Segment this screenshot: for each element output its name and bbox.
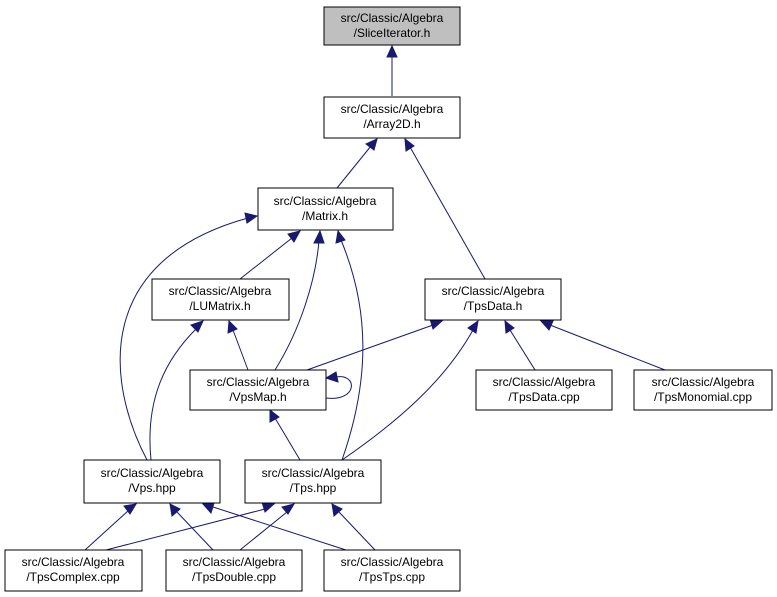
node-label-line1: src/Classic/Algebra [169,284,272,298]
node-label-line1: src/Classic/Algebra [341,102,444,116]
edge-tpsdata-to-array2d [404,137,486,280]
edge-lumatrix-to-matrix [239,230,301,280]
edge-tpstps-to-tps [331,503,376,551]
edge-tpsmonomial-to-tpsdata [539,320,666,371]
node-label-line2: /Matrix.h [302,209,348,223]
node-label-line2: /Array2D.h [363,117,420,131]
node-label-line1: src/Classic/Algebra [341,555,444,569]
edge-vpsmap-to-tpsdata [306,318,444,371]
node-label-line2: /Vps.hpp [128,481,176,495]
node-tpsdata-h[interactable]: src/Classic/Algebra /TpsData.h [424,278,562,321]
node-label-line1: src/Classic/Algebra [101,466,204,480]
node-tpsdata-cpp[interactable]: src/Classic/Algebra /TpsData.cpp [475,369,613,411]
node-label-line1: src/Classic/Algebra [207,375,310,389]
node-label-line1: src/Classic/Algebra [262,466,365,480]
node-label-line1: src/Classic/Algebra [22,555,125,569]
edge-tpscomplex-to-vps [84,503,137,551]
edge-tps-to-tpsdata [341,319,479,461]
edge-vpsmap-to-lumatrix [227,319,249,371]
node-label-line2: /TpsMonomial.cpp [654,390,752,404]
node-sliceiterator-h[interactable]: src/Classic/Algebra /SliceIterator.h [323,6,461,46]
edge-vpsmap-to-matrix [274,229,325,371]
node-lumatrix-h[interactable]: src/Classic/Algebra /LUMatrix.h [151,278,290,321]
node-label-line1: src/Classic/Algebra [274,194,377,208]
edge-tps-to-vpsmap [269,408,301,461]
node-label-line2: /TpsComplex.cpp [26,570,120,584]
edge-vps-to-lumatrix [149,320,204,461]
node-label-line2: /SliceIterator.h [354,26,431,40]
edge-vps-to-matrix [119,212,259,461]
edge-vpsmap-self-loop [324,371,352,399]
edge-tpsdatacpp-to-tpsdata [504,319,536,371]
node-label-line1: src/Classic/Algebra [652,375,755,389]
node-label-line2: /TpsData.h [464,299,523,313]
node-label-line1: src/Classic/Algebra [493,375,596,389]
node-label-line2: /TpsDouble.cpp [192,570,276,584]
node-tpstps-cpp[interactable]: src/Classic/Algebra /TpsTps.cpp [323,549,461,592]
node-label-line2: /TpsData.cpp [508,390,580,404]
edge-tpsdouble-to-tps [239,503,296,551]
node-label-line1: src/Classic/Algebra [442,284,545,298]
node-label-line1: src/Classic/Algebra [341,11,444,25]
node-label-line2: /VpsMap.h [229,390,286,404]
edge-array2d-to-sliceiterator [386,44,398,96]
node-label-line2: /Tps.hpp [290,481,337,495]
edge-tpstps-to-vps [201,502,347,551]
node-tps-hpp[interactable]: src/Classic/Algebra /Tps.hpp [244,459,382,504]
node-tpscomplex-cpp[interactable]: src/Classic/Algebra /TpsComplex.cpp [4,549,143,592]
edge-tps-to-matrix [335,229,364,461]
edges-layer [84,44,666,551]
node-label-line2: /LUMatrix.h [189,299,250,313]
edge-tpsdouble-to-vps [169,503,214,551]
node-matrix-h[interactable]: src/Classic/Algebra /Matrix.h [257,187,394,231]
node-vps-hpp[interactable]: src/Classic/Algebra /Vps.hpp [83,459,221,504]
node-label-line1: src/Classic/Algebra [183,555,286,569]
node-array2d-h[interactable]: src/Classic/Algebra /Array2D.h [323,96,461,139]
edge-matrix-to-array2d [336,138,378,189]
node-label-line2: /TpsTps.cpp [359,570,425,584]
node-tpsdouble-cpp[interactable]: src/Classic/Algebra /TpsDouble.cpp [165,549,303,592]
node-tpsmonomial-cpp[interactable]: src/Classic/Algebra /TpsMonomial.cpp [633,369,773,411]
node-vpsmap-h[interactable]: src/Classic/Algebra /VpsMap.h [189,369,327,411]
nodes-layer: src/Classic/Algebra /SliceIterator.h src… [4,6,773,592]
